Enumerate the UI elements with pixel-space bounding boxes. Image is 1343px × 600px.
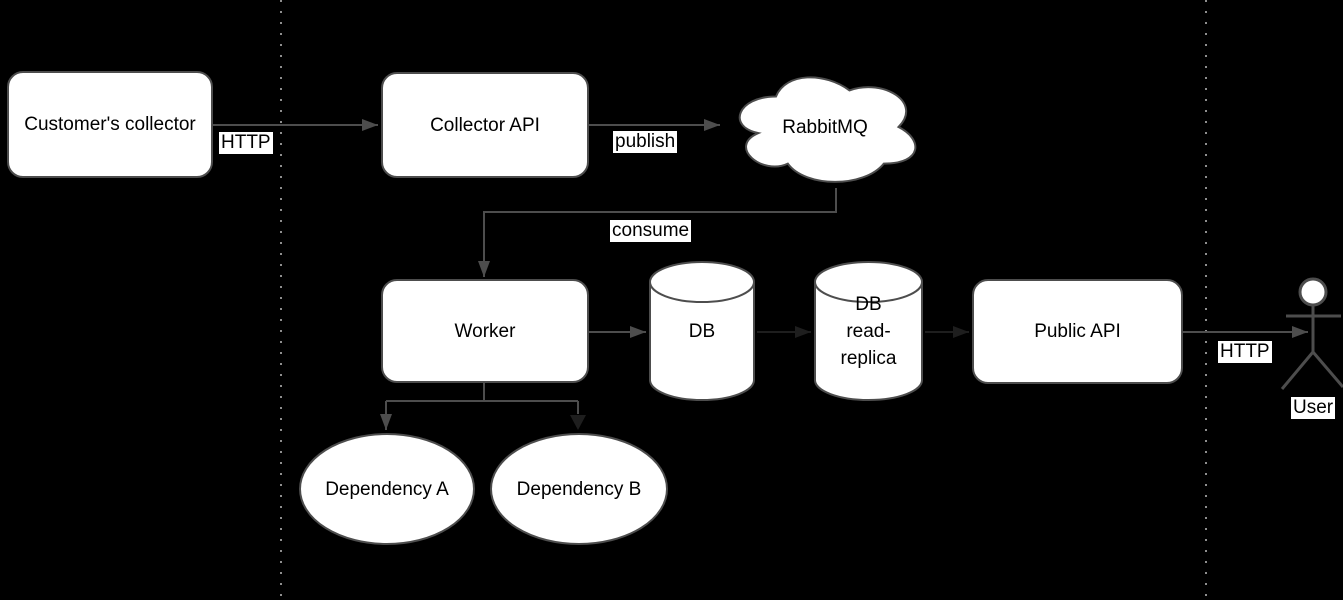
edge-worker-dependencies-stem <box>386 382 578 402</box>
dependency-b-node <box>490 433 668 545</box>
edge-rabbitmq-to-worker <box>478 188 837 277</box>
rabbitmq-cloud-node <box>738 76 917 183</box>
user-actor-icon <box>1280 277 1343 390</box>
customers-collector-node <box>7 71 213 178</box>
public-api-node <box>972 279 1183 384</box>
db-cylinder-node <box>649 261 755 401</box>
db-read-replica-cylinder-node <box>814 261 923 401</box>
dependency-a-node <box>299 433 475 545</box>
collector-api-node <box>381 72 589 178</box>
worker-node <box>381 279 589 383</box>
edge-worker-to-dependency-b-arrowhead <box>570 415 586 430</box>
